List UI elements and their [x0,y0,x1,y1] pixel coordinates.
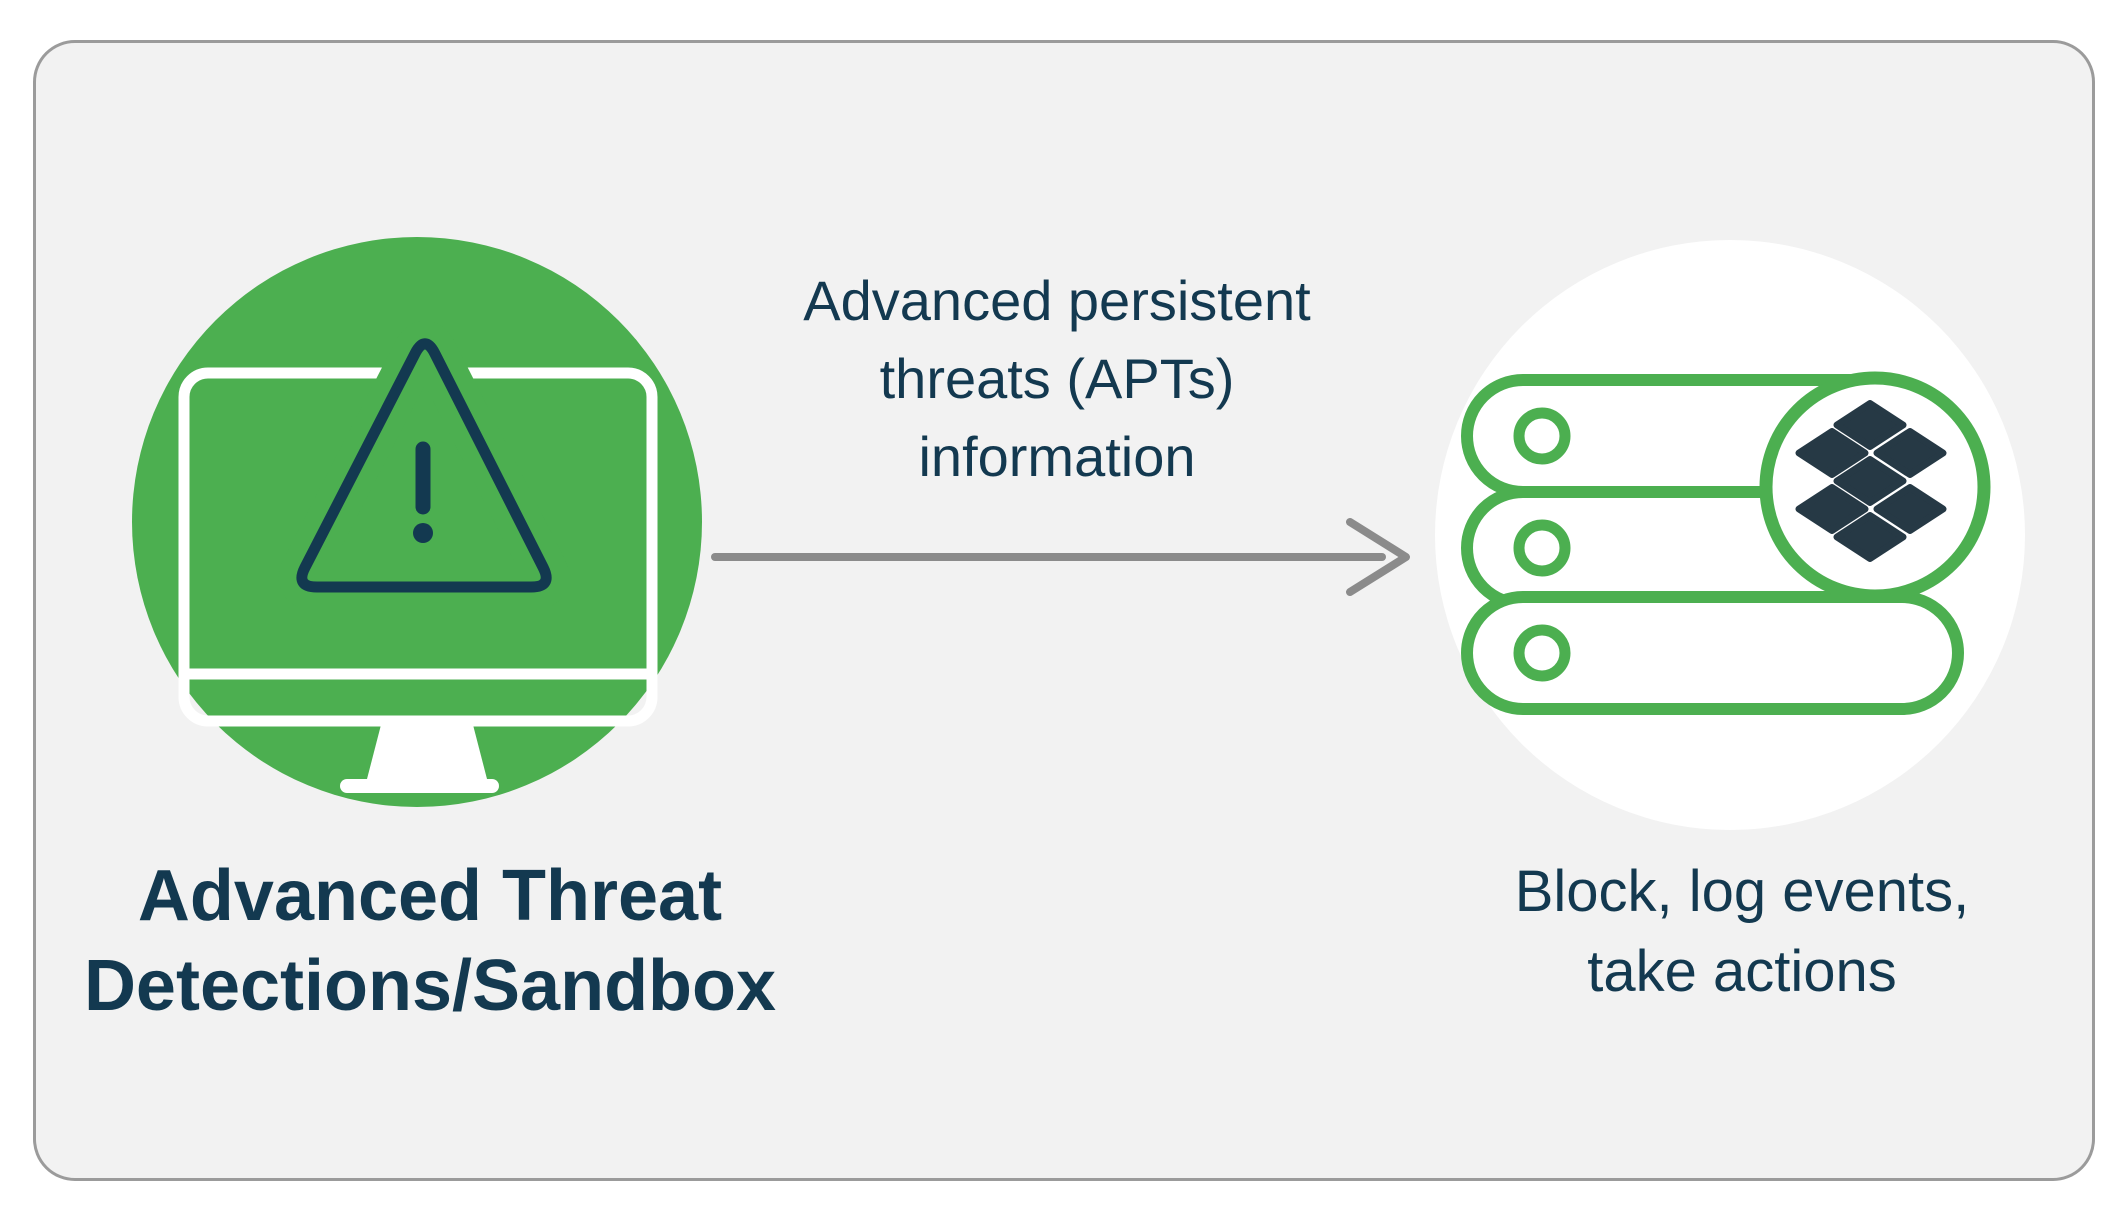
diamond-cluster-icon [1795,400,1947,562]
server-led-dot [1513,519,1571,577]
server-led-dot [1513,407,1571,465]
monitor-stand-base [340,779,499,793]
triangle-outline [296,338,552,593]
threat-detection-sandbox-icon [132,237,702,807]
left-node-caption-line: Advanced Threat [137,856,723,936]
flow-arrow-right-icon [711,518,1410,596]
server-led-dot [1513,624,1571,682]
monitor-stand-neck [367,721,487,779]
flow-label: Advanced persistent threats (APTs) infor… [657,262,1457,496]
diamond [1833,456,1907,506]
flow-label-line: threats (APTs) [879,347,1235,410]
right-node-caption-line: take actions [1587,939,1897,1004]
diamond [1833,400,1907,450]
warning-triangle-icon [279,321,570,610]
diamond [1795,428,1869,478]
flow-label-line: Advanced persistent [803,269,1311,332]
right-node-caption: Block, log events, take actions [1342,852,2126,1012]
left-node-caption-line: Detections/Sandbox [83,946,777,1026]
exclamation-dot [413,523,433,543]
block-log-actions-icon [1435,240,2025,830]
diamond [1873,484,1947,534]
diamond [1795,484,1869,534]
left-node-caption: Advanced Threat Detections/Sandbox [30,851,830,1031]
diamond [1873,428,1947,478]
flow-label-line: information [918,425,1196,488]
right-node-caption-line: Block, log events, [1514,859,1970,924]
server-bar [1461,591,1964,715]
diamond [1833,512,1907,562]
